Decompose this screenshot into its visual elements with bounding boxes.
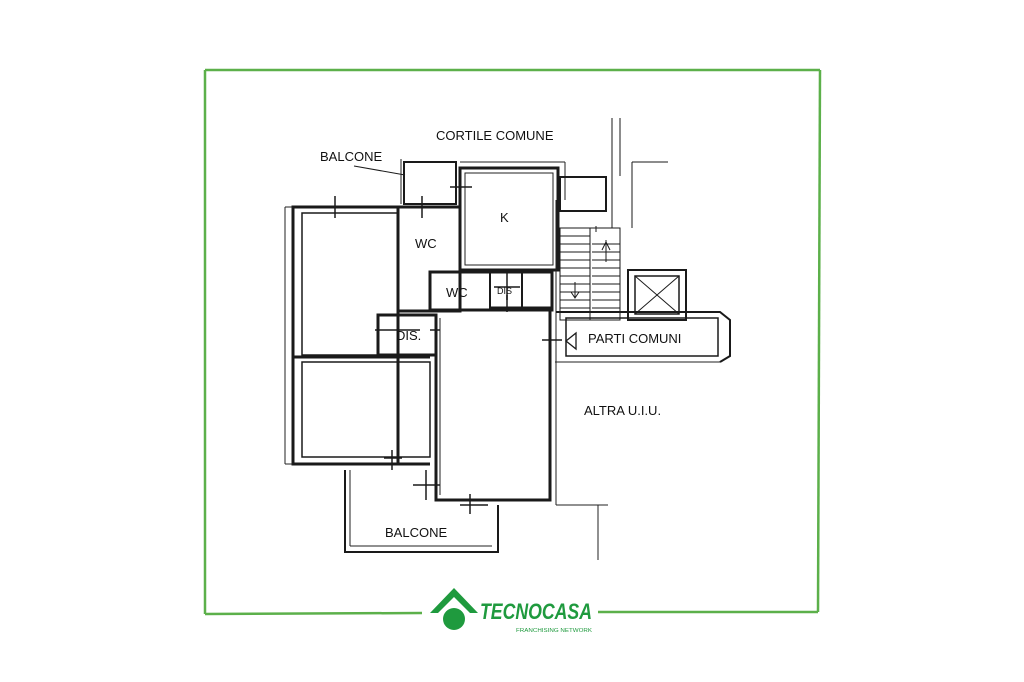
elevator-shaft	[627, 269, 687, 321]
label-parti-comuni: PARTI COMUNI	[588, 331, 681, 346]
label-dis-small: DIS	[497, 286, 512, 296]
label-wc-lower: WC	[446, 285, 468, 300]
label-kitchen: K	[500, 210, 509, 225]
tecnocasa-logo: TECNOCASA FRANCHISING NETWORK	[430, 588, 593, 634]
green-frame	[203, 68, 822, 616]
label-altra-uiu: ALTRA U.I.U.	[584, 403, 661, 418]
apartment-walls	[284, 159, 720, 560]
label-cortile-comune: CORTILE COMUNE	[436, 128, 554, 143]
label-balcone-top: BALCONE	[320, 149, 382, 164]
floor-plan: CORTILE COMUNE BALCONE K WC WC DIS DIS. …	[284, 118, 731, 560]
common-corridor	[556, 311, 731, 363]
label-balcone-bottom: BALCONE	[385, 525, 447, 540]
label-dis-left: DIS.	[396, 328, 421, 343]
staircase	[559, 118, 668, 321]
house-roof-icon	[430, 588, 478, 630]
brand-name: TECNOCASA	[480, 599, 592, 624]
label-wc-upper: WC	[415, 236, 437, 251]
balcone-pointer	[353, 165, 406, 176]
brand-tagline: FRANCHISING NETWORK	[516, 628, 593, 634]
window-marks	[322, 176, 562, 514]
